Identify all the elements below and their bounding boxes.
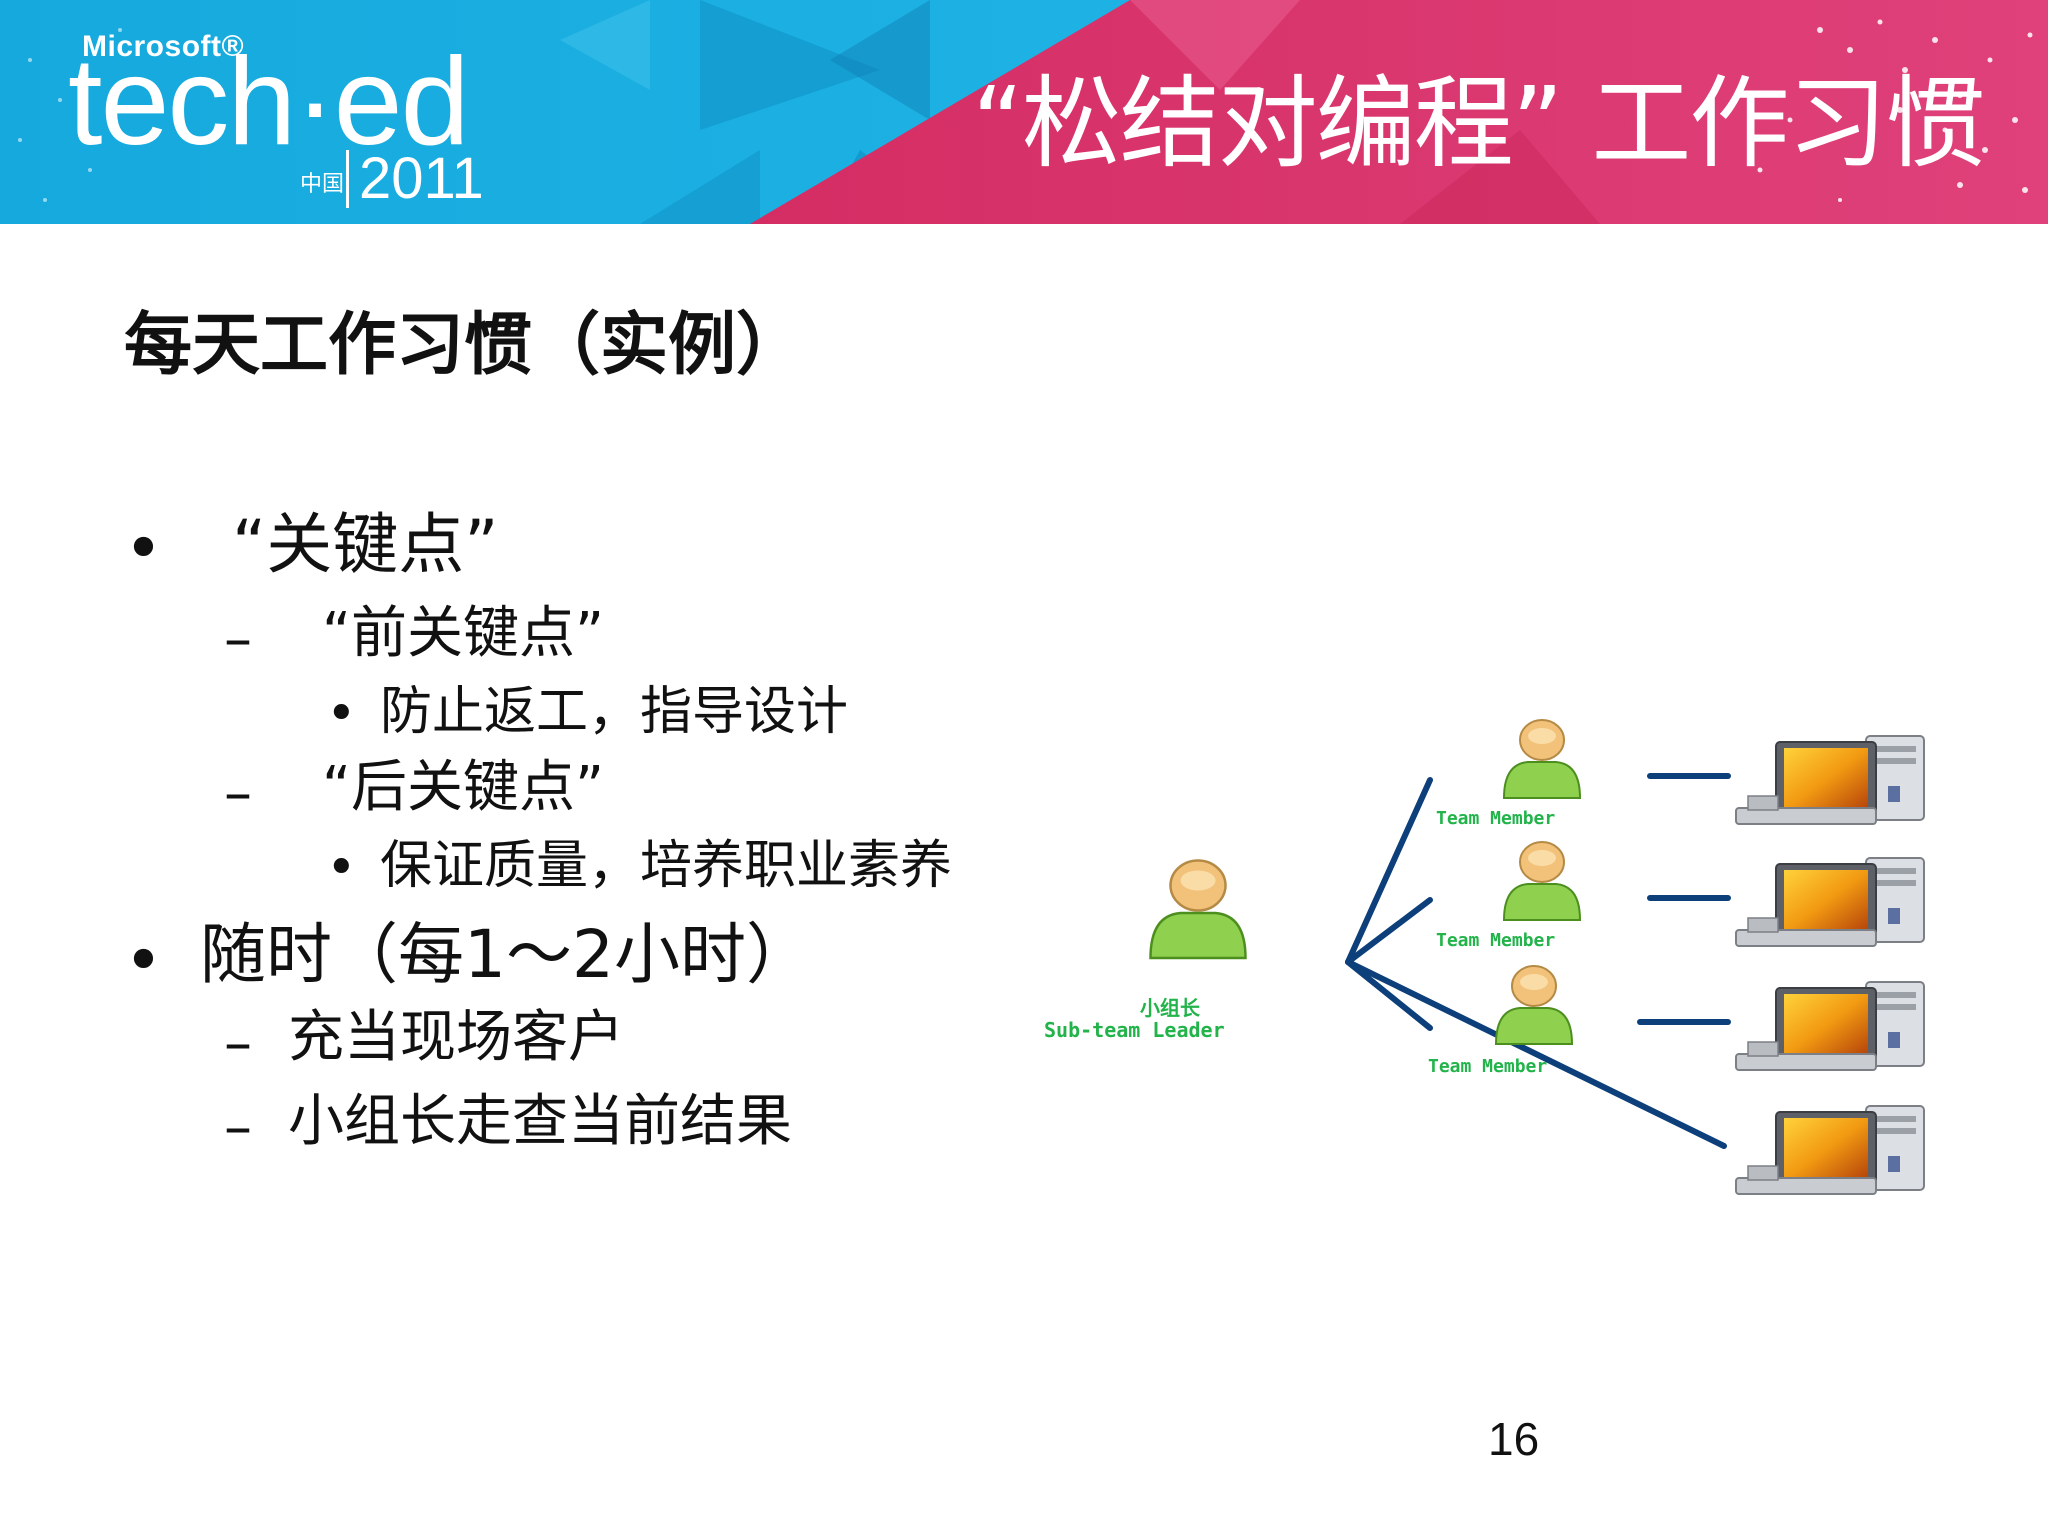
bullet-key-points: “关键点”: [232, 506, 499, 583]
member-label: Team Member: [1436, 930, 1556, 951]
brand-company: Microsoft®: [82, 30, 245, 63]
member-person-icon: [1503, 719, 1581, 799]
computer-icon: [1735, 857, 1925, 947]
sub-bullet-onsite-customer: 充当现场客户: [288, 1005, 624, 1070]
sub-bullet-pre-key-point: “前关键点”: [322, 601, 605, 666]
dash-marker: –: [224, 761, 252, 826]
bullet-dot-small: •: [326, 684, 357, 744]
bullet-anytime: 随时（每1～2小时）: [200, 916, 812, 993]
leader-label-en: Sub-team Leader: [1044, 1018, 1225, 1042]
leader-person-icon: [1149, 859, 1247, 960]
member-person-icon: [1495, 965, 1573, 1045]
banner-background: [0, 0, 2048, 224]
team-diagram: 小组长 Sub-team Leader Team Member Team Mem…: [1030, 700, 1950, 1220]
page-number: 16: [1488, 1413, 1540, 1465]
sub-bullet-leader-review: 小组长走查当前结果: [288, 1089, 792, 1154]
dash-marker: –: [224, 1095, 252, 1160]
header-banner: Microsoft® tech·ed 中国 2011 “松结对编程” 工作习惯: [0, 0, 2048, 224]
dash-marker: –: [224, 607, 252, 672]
bullet-dot-small: •: [326, 838, 357, 898]
computer-icon: [1735, 1105, 1925, 1195]
computer-icon: [1735, 735, 1925, 825]
section-heading: 每天工作习惯（实例）: [124, 306, 805, 385]
brand-region: 中国: [300, 172, 345, 197]
dash-marker: –: [224, 1011, 252, 1076]
member-label: Team Member: [1436, 808, 1556, 829]
detail-ensure-quality: 保证质量，培养职业素养: [380, 836, 953, 896]
slide-title: “松结对编程” 工作习惯: [972, 65, 1985, 182]
detail-prevent-rework: 防止返工，指导设计: [380, 682, 849, 742]
member-label: Team Member: [1428, 1056, 1548, 1077]
bullet-dot: •: [124, 510, 163, 587]
brand-event-logo: tech·ed: [68, 33, 470, 171]
member-person-icon: [1503, 841, 1581, 921]
bullet-dot: •: [124, 922, 163, 999]
sub-bullet-post-key-point: “后关键点”: [322, 755, 605, 820]
diagram-graphics: [1149, 719, 1925, 1195]
brand-year: 2011: [346, 150, 484, 208]
computer-icon: [1735, 981, 1925, 1071]
leader-label-cn: 小组长: [1140, 996, 1200, 1020]
